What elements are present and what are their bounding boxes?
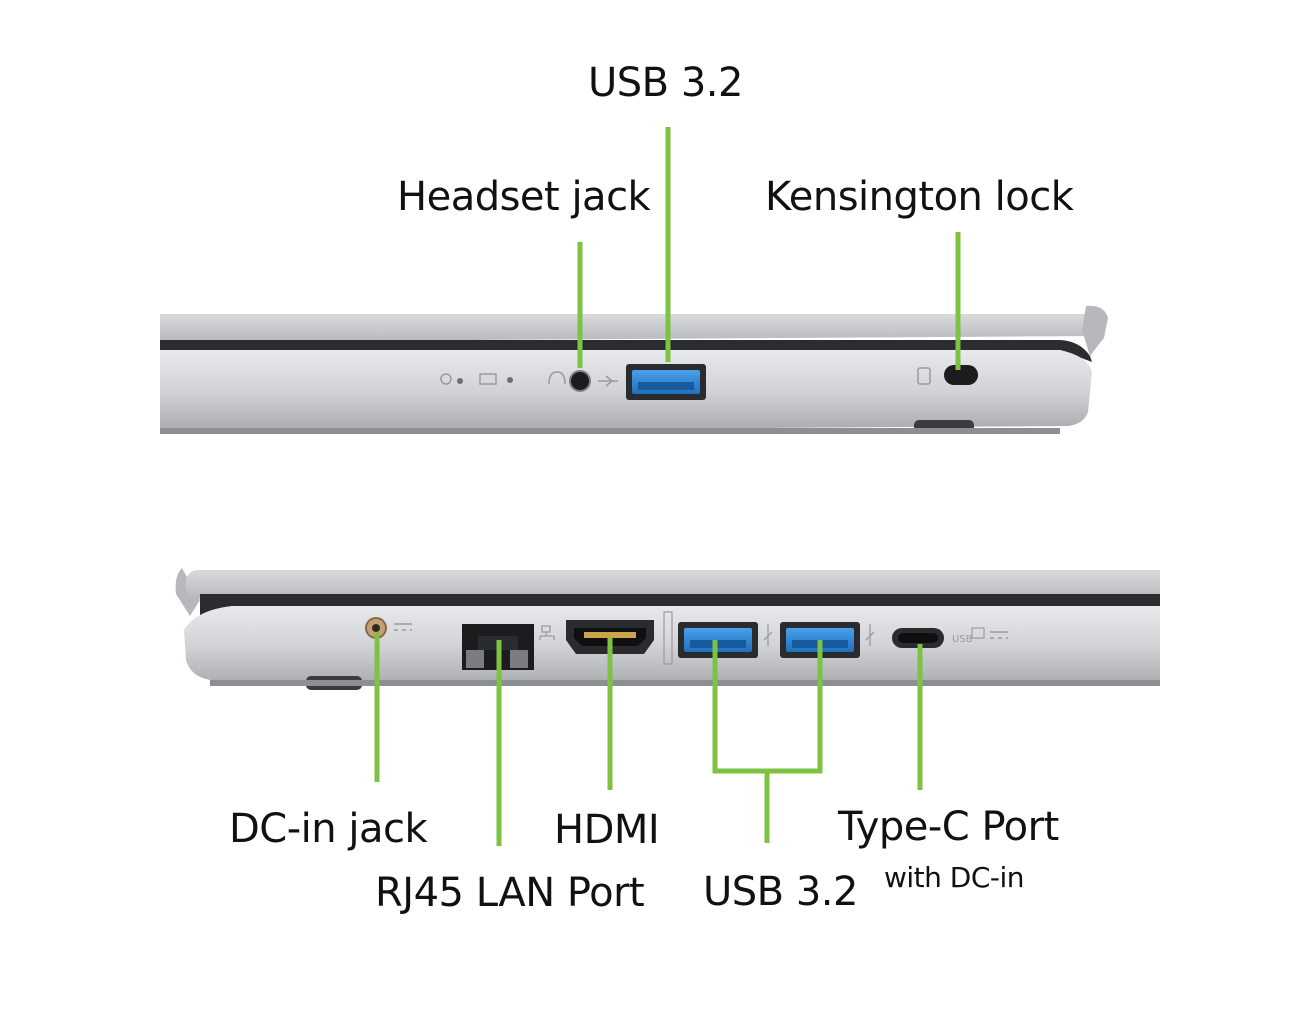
label-type-c-port: Type-C Port [838, 804, 1059, 850]
dc-symbol-icon [394, 623, 412, 631]
usb-symbol-icon [598, 375, 618, 387]
left-bezel-line [200, 594, 1160, 620]
usb-a-port-right [626, 364, 706, 400]
headset-icon [548, 371, 566, 385]
left-side-view: USB [175, 568, 1160, 690]
usb-a-port-left-1 [678, 622, 758, 658]
label-kensington-lock: Kensington lock [765, 174, 1074, 220]
hdmi-port [566, 620, 654, 654]
callout-lines [374, 127, 961, 846]
right-lid [160, 314, 1104, 342]
battery-led-icon [479, 373, 513, 385]
kensington-slot [944, 365, 978, 385]
label-dc-in-jack: DC-in jack [229, 806, 428, 852]
usb-symbol-icon [763, 624, 773, 646]
usb-symbol-icon [865, 624, 875, 646]
headset-jack [569, 370, 591, 392]
right-side-view [160, 305, 1108, 434]
hdmi-logo-icon [663, 611, 673, 665]
label-type-c-subtitle: with DC-in [884, 861, 1025, 894]
dc-symbol-icon [990, 631, 1008, 639]
label-hdmi: HDMI [554, 807, 660, 853]
right-bezel-line [160, 340, 1092, 362]
right-hinge [1082, 305, 1108, 356]
left-lid [185, 570, 1160, 598]
svg-text:USB: USB [952, 634, 973, 645]
network-icon [539, 625, 555, 640]
label-usb-top: USB 3.2 [588, 60, 743, 106]
label-headset-jack: Headset jack [397, 174, 651, 220]
power-led-icon [440, 373, 463, 385]
usb-c-port [892, 628, 944, 648]
kensington-icon [917, 367, 931, 385]
label-usb-bottom: USB 3.2 [703, 869, 858, 915]
label-rj45-lan-port: RJ45 LAN Port [375, 870, 645, 916]
usb-c-power-icon: USB [952, 627, 985, 645]
right-bottom-edge [160, 428, 1060, 434]
dc-in-jack-pin [372, 624, 380, 632]
left-bottom-edge [210, 680, 1160, 686]
